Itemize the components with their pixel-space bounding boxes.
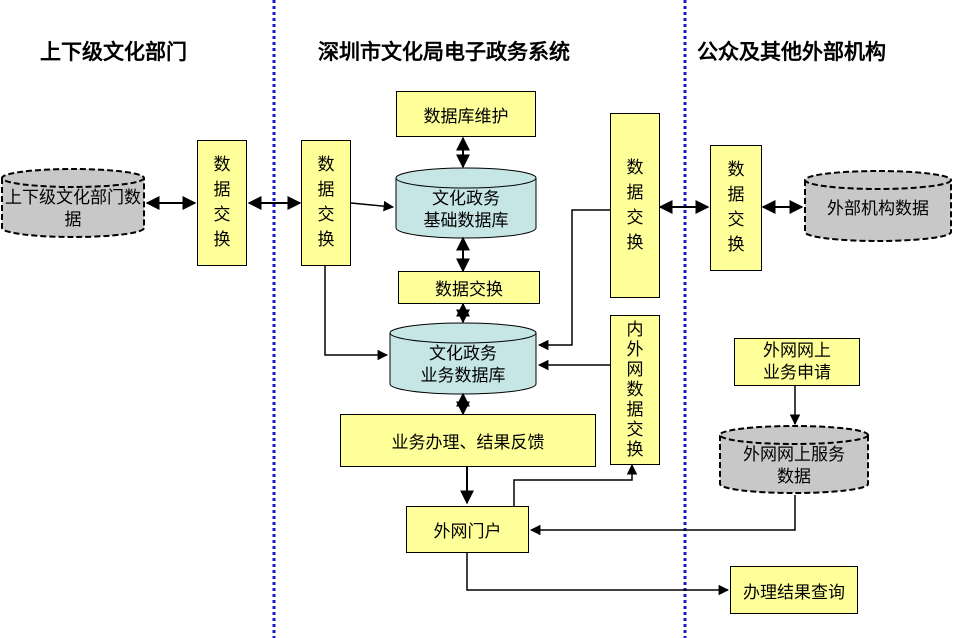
db-external-org bbox=[804, 170, 952, 242]
arrow-exchange2-businessdb bbox=[324, 266, 389, 361]
db-maintenance-box: 数据库维护 bbox=[396, 91, 536, 137]
arrow-portal-intranet bbox=[513, 463, 638, 506]
label-upper-lower-data: 上下级文化部门数据 bbox=[0, 187, 146, 231]
char: 网 bbox=[626, 360, 644, 380]
label-culture-business-db: 文化政务 业务数据库 bbox=[390, 343, 536, 387]
extranet-apply-line2: 业务申请 bbox=[763, 363, 831, 383]
char: 交 bbox=[317, 205, 335, 225]
char: 换 bbox=[727, 235, 745, 255]
label-extranet-service-data-line1: 外网网上服务 bbox=[743, 445, 845, 465]
char: 据 bbox=[626, 400, 644, 420]
char: 换 bbox=[626, 440, 644, 460]
data-exchange-box-right: 数 据 交 换 bbox=[710, 145, 762, 271]
extranet-portal-box: 外网门户 bbox=[406, 506, 529, 553]
arrow-portal-query bbox=[466, 553, 730, 596]
db-extranet-service bbox=[719, 425, 869, 494]
arrow-exchange2-basedb bbox=[350, 200, 395, 212]
result-query-box: 办理结果查询 bbox=[730, 566, 858, 614]
header-shenzhen-system: 深圳市文化局电子政务系统 bbox=[318, 40, 570, 64]
arrow-exchange3-businessdb bbox=[537, 209, 610, 351]
char: 数 bbox=[626, 380, 644, 400]
label-culture-base-db-line2: 基础数据库 bbox=[423, 211, 509, 231]
char: 换 bbox=[213, 230, 231, 250]
header-external: 公众及其他外部机构 bbox=[697, 40, 886, 64]
char: 交 bbox=[213, 205, 231, 225]
business-feedback-box: 业务办理、结果反馈 bbox=[340, 414, 596, 467]
label-upper-lower-data-text: 上下级文化部门数据 bbox=[5, 188, 141, 230]
char: 数 bbox=[727, 160, 745, 180]
char: 数 bbox=[626, 157, 644, 178]
char: 数 bbox=[317, 155, 335, 175]
char: 据 bbox=[626, 182, 644, 203]
label-culture-business-db-line1: 文化政务 bbox=[429, 344, 497, 364]
arrow-servicedb-portal bbox=[529, 495, 796, 536]
label-extranet-service-data-line2: 数据 bbox=[777, 467, 811, 487]
extranet-apply-box: 外网网上 业务申请 bbox=[734, 338, 860, 386]
header-upper-lower: 上下级文化部门 bbox=[40, 40, 187, 64]
extranet-apply-line1: 外网网上 bbox=[763, 341, 831, 361]
data-exchange-box-center-right: 数 据 交 换 bbox=[610, 113, 660, 298]
char: 内 bbox=[626, 320, 644, 340]
intranet-extranet-exchange-box: 内 外 网 数 据 交 换 bbox=[610, 315, 660, 465]
char: 数 bbox=[213, 155, 231, 175]
label-extranet-service-data: 外网网上服务 数据 bbox=[720, 444, 868, 488]
data-exchange-box-left: 数 据 交 换 bbox=[197, 140, 247, 266]
db-upper-lower-data bbox=[0, 168, 145, 238]
char: 换 bbox=[626, 232, 644, 253]
char: 交 bbox=[626, 207, 644, 228]
label-culture-base-db-line1: 文化政务 bbox=[432, 189, 500, 209]
label-culture-base-db: 文化政务 基础数据库 bbox=[396, 188, 536, 232]
data-exchange-horizontal-box: 数据交换 bbox=[398, 271, 540, 304]
char: 交 bbox=[727, 210, 745, 230]
char: 据 bbox=[727, 185, 745, 205]
data-exchange-box-center-left: 数 据 交 换 bbox=[301, 140, 351, 266]
char: 外 bbox=[626, 340, 644, 360]
char: 据 bbox=[213, 180, 231, 200]
label-culture-business-db-line2: 业务数据库 bbox=[420, 366, 506, 386]
char: 交 bbox=[626, 420, 644, 440]
char: 换 bbox=[317, 230, 335, 250]
label-external-org-data: 外部机构数据 bbox=[827, 199, 929, 219]
char: 据 bbox=[317, 180, 335, 200]
